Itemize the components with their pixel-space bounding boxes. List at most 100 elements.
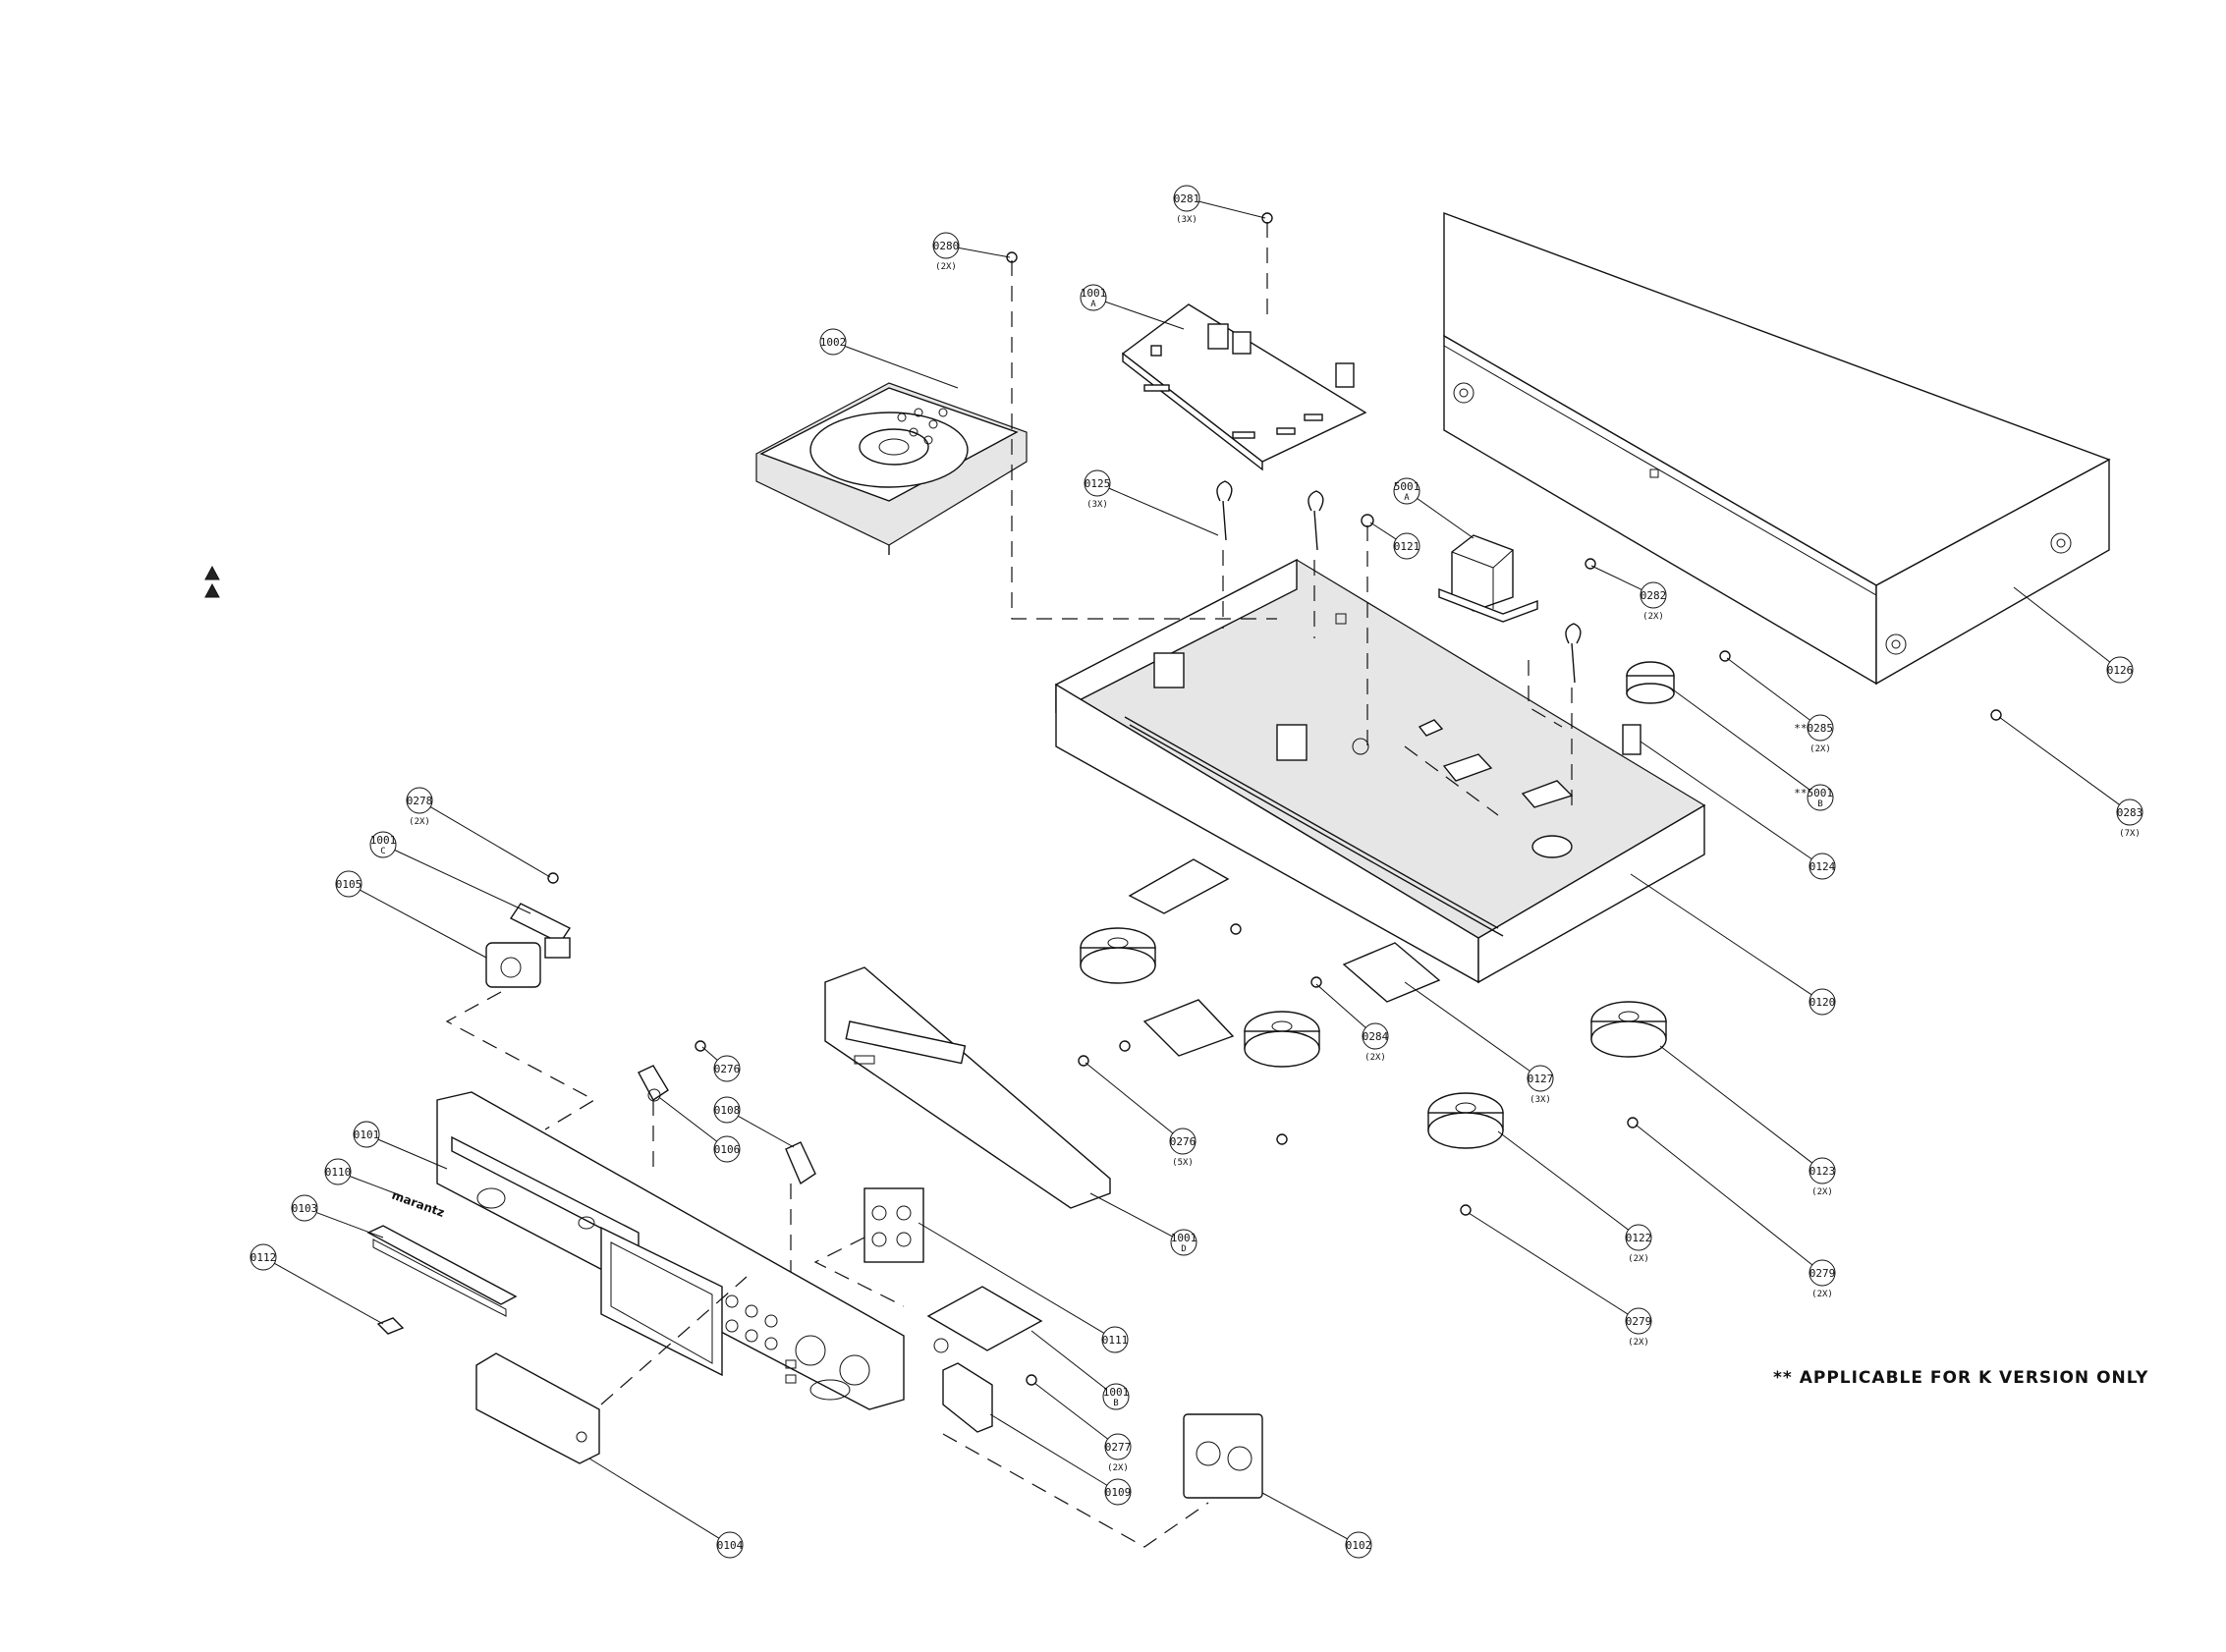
callout-leader <box>1030 1330 1107 1390</box>
callout-leader <box>1085 1062 1174 1134</box>
clip-3 <box>1565 623 1582 684</box>
callout-leader <box>1404 981 1530 1072</box>
callout-leader <box>1417 498 1475 539</box>
foot-4 <box>1590 1001 1667 1058</box>
callout-code: 0112 <box>250 1251 277 1264</box>
callout-circle <box>1809 1157 1836 1184</box>
transformer <box>1438 534 1538 623</box>
callout-code: 0110 <box>325 1166 352 1179</box>
callout-leader <box>1369 522 1397 540</box>
callout-quantity: A <box>1090 300 1096 309</box>
foot-2 <box>1244 1011 1320 1068</box>
callout-0123: 0123(2X) <box>1659 1045 1836 1197</box>
callout-circle <box>2116 798 2143 826</box>
callout-leader <box>1669 687 1810 791</box>
brand-logo: marantz <box>390 1188 446 1220</box>
callout-circle <box>406 787 433 814</box>
callout-quantity: D <box>1181 1244 1186 1254</box>
callout-0110: 0110 <box>324 1158 404 1197</box>
sub-pcb-c <box>509 903 572 959</box>
callout-quantity: (5X) <box>1172 1158 1194 1168</box>
callout-circle <box>1527 1065 1554 1092</box>
callout-leader <box>1108 487 1219 536</box>
power-button-cap <box>376 1317 405 1335</box>
callout-code: 0280 <box>933 240 960 252</box>
callout-circle <box>1807 784 1834 811</box>
callout-0285: **0285(2X) <box>1726 657 1834 754</box>
callout-0106: 0106 <box>659 1097 741 1163</box>
transformer-k-version <box>1626 661 1675 704</box>
callout-code: 0125 <box>1085 477 1111 490</box>
assembly-lines <box>445 222 1573 1548</box>
callout-leader <box>1089 1192 1173 1238</box>
callout-1002: 1002 <box>819 328 959 389</box>
foot-1 <box>1080 927 1156 984</box>
callout-quantity: (7X) <box>2119 829 2141 839</box>
callout-0278: 0278(2X) <box>406 787 551 878</box>
headphone-jack <box>485 942 541 988</box>
callout-circle <box>335 870 362 898</box>
callout-code: 0279 <box>1626 1315 1652 1328</box>
callout-circle <box>353 1121 380 1148</box>
callout-quantity: (3X) <box>1530 1095 1551 1105</box>
bracket-0109 <box>942 1362 993 1433</box>
callout-circle <box>1809 853 1836 880</box>
callout-quantity: (2X) <box>1811 1187 1833 1197</box>
callout-code: 0281 <box>1174 193 1200 205</box>
callout-code: 1001 <box>1081 287 1107 300</box>
callout-code: 0278 <box>407 795 433 807</box>
callout-code: 1001 <box>1171 1232 1197 1244</box>
insulator-pad-2 <box>1142 999 1235 1057</box>
chassis <box>1054 558 1706 984</box>
callout-quantity: C <box>380 847 385 856</box>
callout-circle <box>1807 714 1834 742</box>
callout-circle <box>1809 1259 1836 1287</box>
clip-1 <box>1216 480 1233 541</box>
callout-code: 0277 <box>1105 1441 1132 1454</box>
callout-code: 0109 <box>1105 1486 1132 1499</box>
callout-circle <box>713 1055 741 1082</box>
callout-leader <box>1033 1382 1108 1440</box>
insulator-pad-1 <box>1128 858 1230 914</box>
callout-leader <box>1590 565 1642 590</box>
callout-leader <box>738 1115 795 1148</box>
callout-code: **5001 <box>1794 787 1833 799</box>
callout-leader <box>1497 1130 1629 1231</box>
callout-code: 0276 <box>1170 1135 1196 1148</box>
callout-code: 0105 <box>336 878 362 891</box>
callout-leader <box>845 346 959 389</box>
callout-leader <box>1105 301 1185 330</box>
top-cover <box>1443 211 2111 686</box>
foot-3 <box>1427 1092 1504 1149</box>
callout-circle <box>1104 1433 1132 1460</box>
callout-circle <box>713 1096 741 1124</box>
callout-code: **0285 <box>1794 722 1833 735</box>
part-callouts: 0281(3X)0280(2X)1001A10020125(3X)5001A01… <box>250 185 2143 1559</box>
callout-0121: 0121 <box>1369 522 1420 560</box>
callout-code: 0126 <box>2107 664 2134 677</box>
clip-2 <box>1308 490 1324 551</box>
callout-leader <box>989 1413 1108 1486</box>
callout-circle <box>250 1243 277 1271</box>
bracket-0108 <box>785 1141 816 1185</box>
callout-leader <box>360 889 487 959</box>
callout-0102: 0102 <box>1261 1492 1372 1559</box>
callout-circle <box>1101 1326 1129 1353</box>
callout-quantity: (2X) <box>1642 612 1664 622</box>
callout-0281: 0281(3X) <box>1173 185 1266 225</box>
callout-leader <box>349 1176 404 1197</box>
callout-quantity: (2X) <box>1811 1290 1833 1299</box>
callout-code: 1001 <box>370 834 397 847</box>
callout-quantity: (2X) <box>1628 1338 1649 1348</box>
callout-leader <box>1315 983 1366 1028</box>
callout-leader <box>958 247 1011 258</box>
callout-0276b: 0276 (5X) <box>1085 1062 1196 1168</box>
callout-code: 0284 <box>1363 1030 1389 1043</box>
callout-quantity: A <box>1404 493 1410 503</box>
